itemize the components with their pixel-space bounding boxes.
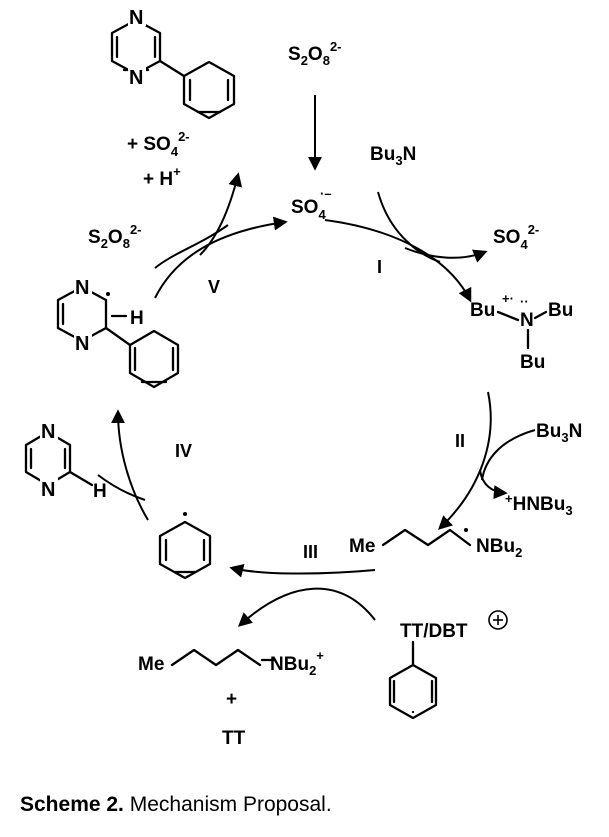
svg-text:+ SO42-: + SO42- xyxy=(127,129,190,159)
step-label-II: II xyxy=(455,431,465,451)
svg-text:Bu3N: Bu3N xyxy=(536,421,582,445)
svg-text:S2O82-: S2O82- xyxy=(88,222,142,251)
svg-text:Me: Me xyxy=(138,654,164,675)
svg-text:Bu: Bu xyxy=(548,300,573,321)
arc-step-I xyxy=(324,219,472,303)
phenylpyrazine-product: N N xyxy=(110,6,236,120)
svg-text:N: N xyxy=(520,310,534,331)
persulfate2-in-arrow xyxy=(154,224,229,269)
svg-text:Bu: Bu xyxy=(520,352,545,373)
svg-text:+HNBu3: +HNBu3 xyxy=(505,491,573,518)
step-label-V: V xyxy=(208,277,220,297)
adduct-h-label: H xyxy=(130,308,144,329)
svg-text:NBu2: NBu2 xyxy=(476,536,522,560)
svg-text:+ H+: + H+ xyxy=(143,164,181,190)
iminium-product: Me NBu2+ + TT xyxy=(138,648,324,749)
step-label-III: III xyxy=(303,542,318,562)
pyrazine-h-label: H xyxy=(93,481,107,502)
product-out-arrow xyxy=(199,172,243,256)
svg-text:N: N xyxy=(129,67,143,89)
tributylamine-second: Bu3N xyxy=(536,421,582,445)
svg-text:Bu: Bu xyxy=(470,300,495,321)
svg-text:TT/DBT: TT/DBT xyxy=(400,621,468,642)
phenyl-radical xyxy=(158,512,212,580)
tt-byproduct: TT xyxy=(222,728,246,749)
sulfate-radical-anion: SO4 ·– xyxy=(291,186,332,222)
step-label-IV: IV xyxy=(175,441,192,461)
ammonium-ion: +HNBu3 xyxy=(505,491,573,518)
tt-dbt-reagent: TT/DBT xyxy=(388,610,508,720)
step-labels: I II III IV V xyxy=(175,257,465,562)
persulfate-left: S2O82- xyxy=(88,222,142,251)
svg-text:N: N xyxy=(41,479,55,501)
tributylamine-top: Bu3N xyxy=(370,144,416,168)
amine-radical-cation: Bu +· ·· N Bu Bu xyxy=(470,291,573,373)
svg-text:SO42-: SO42- xyxy=(493,222,539,252)
amine-in-arrow xyxy=(377,191,441,263)
sulfate-anion-product: SO42- xyxy=(493,222,539,252)
reagent-in-arrow xyxy=(237,587,376,627)
svg-text:N: N xyxy=(75,277,89,299)
caption-label: Scheme 2. xyxy=(20,793,124,816)
caption-text: Mechanism Proposal. xyxy=(123,793,332,816)
arc-step-IV xyxy=(111,409,149,521)
svg-text:·–: ·– xyxy=(320,186,332,201)
svg-text:··: ·· xyxy=(520,294,529,309)
pyrazine-reactant: N N H xyxy=(24,420,107,502)
sulfate-out-arrow xyxy=(404,247,488,263)
arc-step-III xyxy=(229,563,376,578)
iminium-plus: + xyxy=(226,689,237,710)
side-arrows xyxy=(97,95,536,627)
amine2-in-arrow xyxy=(481,429,536,481)
svg-text:N: N xyxy=(41,421,55,443)
pyrazine-in-arrow xyxy=(97,474,146,501)
svg-text:+·: +· xyxy=(502,291,514,306)
product-byproducts: + SO42- + H+ xyxy=(127,129,190,190)
scheme-caption: Scheme 2. Mechanism Proposal. xyxy=(20,793,332,817)
svg-text:Me: Me xyxy=(349,536,375,557)
arc-step-II xyxy=(437,391,492,530)
radical-adduct: N N H xyxy=(56,276,180,389)
ammonium-out-arrow xyxy=(479,469,508,500)
svg-text:Bu3N: Bu3N xyxy=(370,144,416,168)
arc-step-V xyxy=(154,216,288,299)
svg-text:N: N xyxy=(75,333,89,355)
svg-text:NBu2+: NBu2+ xyxy=(270,648,324,678)
svg-text:N: N xyxy=(129,7,143,29)
step-label-I: I xyxy=(377,257,382,277)
alpha-amino-radical: Me NBu2 xyxy=(349,528,522,560)
svg-text:S2O82-: S2O82- xyxy=(288,39,342,68)
persulfate-top: S2O82- xyxy=(288,39,342,68)
catalytic-cycle-arrows xyxy=(111,216,492,578)
